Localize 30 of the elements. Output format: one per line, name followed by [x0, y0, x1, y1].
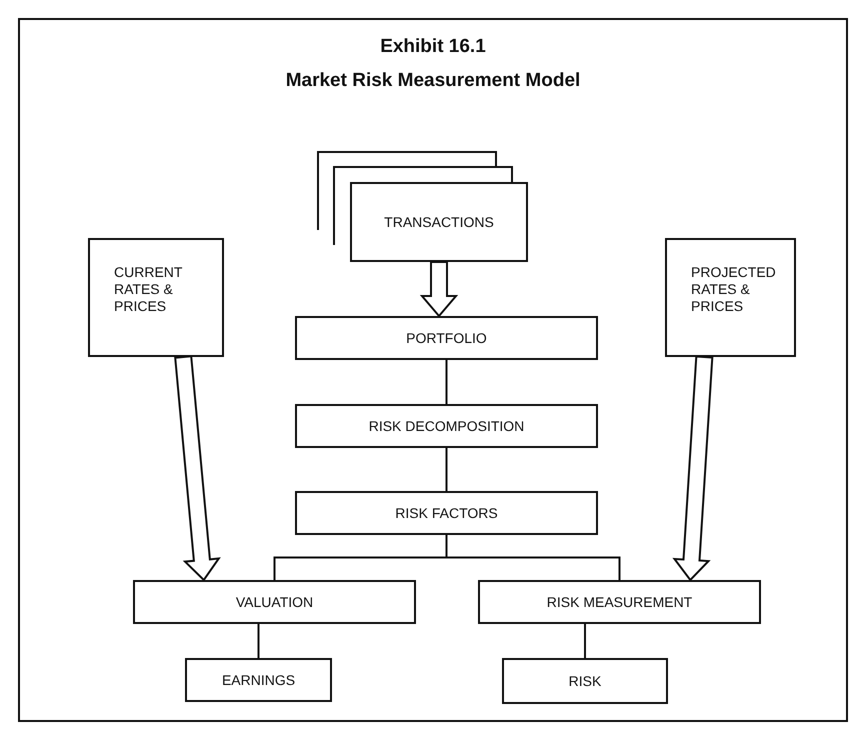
- input-box: [665, 238, 796, 357]
- node-label: EARNINGS: [222, 672, 296, 688]
- process-box: [133, 580, 416, 624]
- process-box: [295, 491, 598, 535]
- node-label: RISK: [568, 672, 602, 690]
- connector-line: [446, 448, 448, 491]
- subheading: Market Risk Measurement Model: [286, 70, 580, 92]
- process-box: [502, 658, 668, 704]
- process-box: [350, 182, 528, 262]
- node-label: PROJECTED RATES & PRICES: [691, 264, 777, 314]
- connector-line: [446, 535, 620, 580]
- hollow-block-arrow: [672, 355, 714, 582]
- node-label: VALUATION: [236, 594, 314, 610]
- node-label: PORTFOLIO: [406, 330, 487, 346]
- process-box: [478, 580, 761, 624]
- node-label: CURRENT RATES & PRICES: [114, 264, 184, 314]
- connector-line: [584, 624, 586, 658]
- input-box: [88, 238, 224, 357]
- hollow-block-arrow: [174, 355, 221, 582]
- hollow-block-arrow: [420, 261, 458, 318]
- node-label: RISK FACTORS: [395, 504, 498, 522]
- node-label: RISK MEASUREMENT: [546, 594, 692, 610]
- connector-line: [446, 360, 448, 404]
- process-box: [185, 658, 332, 702]
- process-box: [295, 316, 598, 360]
- exhibit-title: Exhibit 16.1: [380, 36, 486, 58]
- process-box: [295, 404, 598, 448]
- connector-line: [258, 624, 260, 658]
- node-label: RISK DECOMPOSITION: [368, 418, 524, 434]
- node-label: TRANSACTIONS: [384, 214, 494, 230]
